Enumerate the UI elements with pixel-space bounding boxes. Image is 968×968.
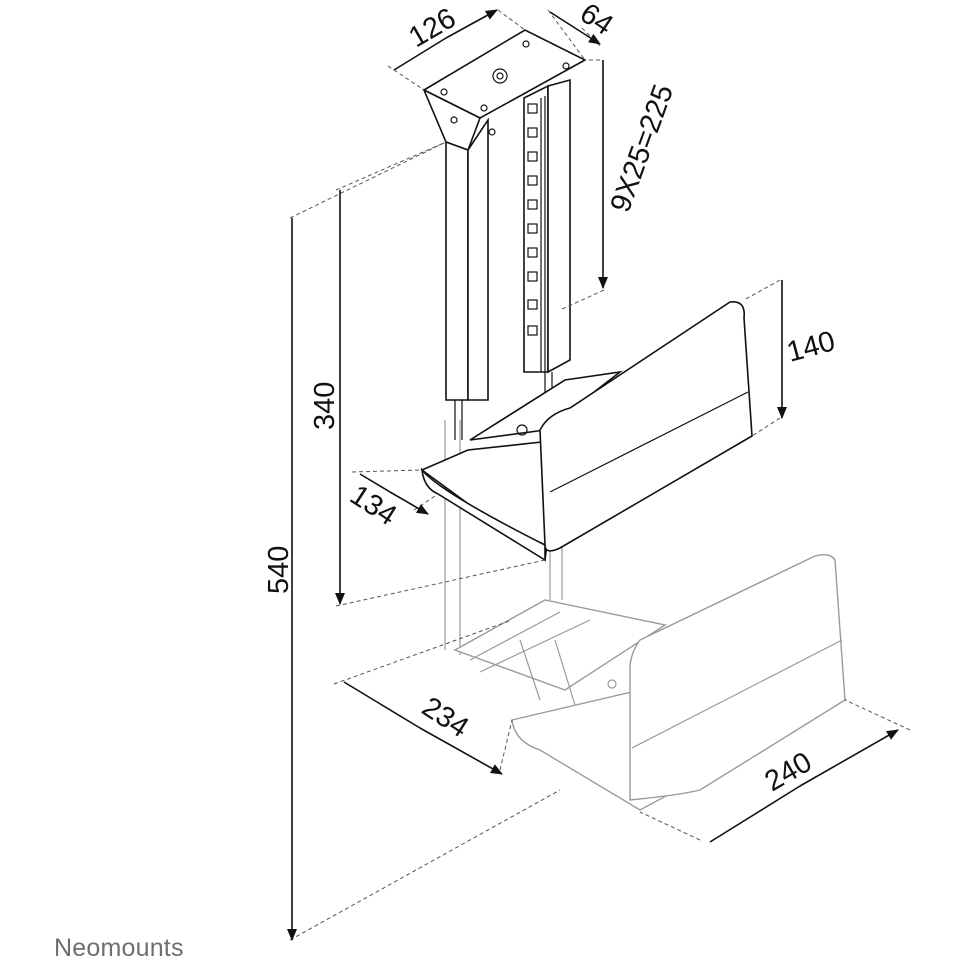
dim-140: 140 <box>784 325 839 368</box>
dim-225: 9X25=225 <box>605 80 681 216</box>
dim-134: 134 <box>344 479 402 532</box>
dim-540: 540 <box>263 546 295 594</box>
arrow-126 <box>393 10 497 71</box>
adjustment-slots <box>527 103 538 336</box>
dim-64: 64 <box>574 0 619 42</box>
dim-126: 126 <box>404 2 462 54</box>
arrow-134 <box>359 473 428 514</box>
arrow-240 <box>709 730 898 843</box>
extended-holder-ghost <box>444 420 848 811</box>
dim-240: 240 <box>760 746 818 798</box>
brand-logo-text: Neomounts <box>54 934 184 962</box>
arrow-234 <box>343 681 502 774</box>
dimension-arrows <box>292 10 898 940</box>
dim-234: 234 <box>416 691 474 744</box>
arrow-64 <box>549 11 600 44</box>
cpu-holder <box>420 301 753 562</box>
vertical-column <box>445 78 571 440</box>
dim-340: 340 <box>309 382 341 430</box>
extension-lines <box>289 9 911 941</box>
